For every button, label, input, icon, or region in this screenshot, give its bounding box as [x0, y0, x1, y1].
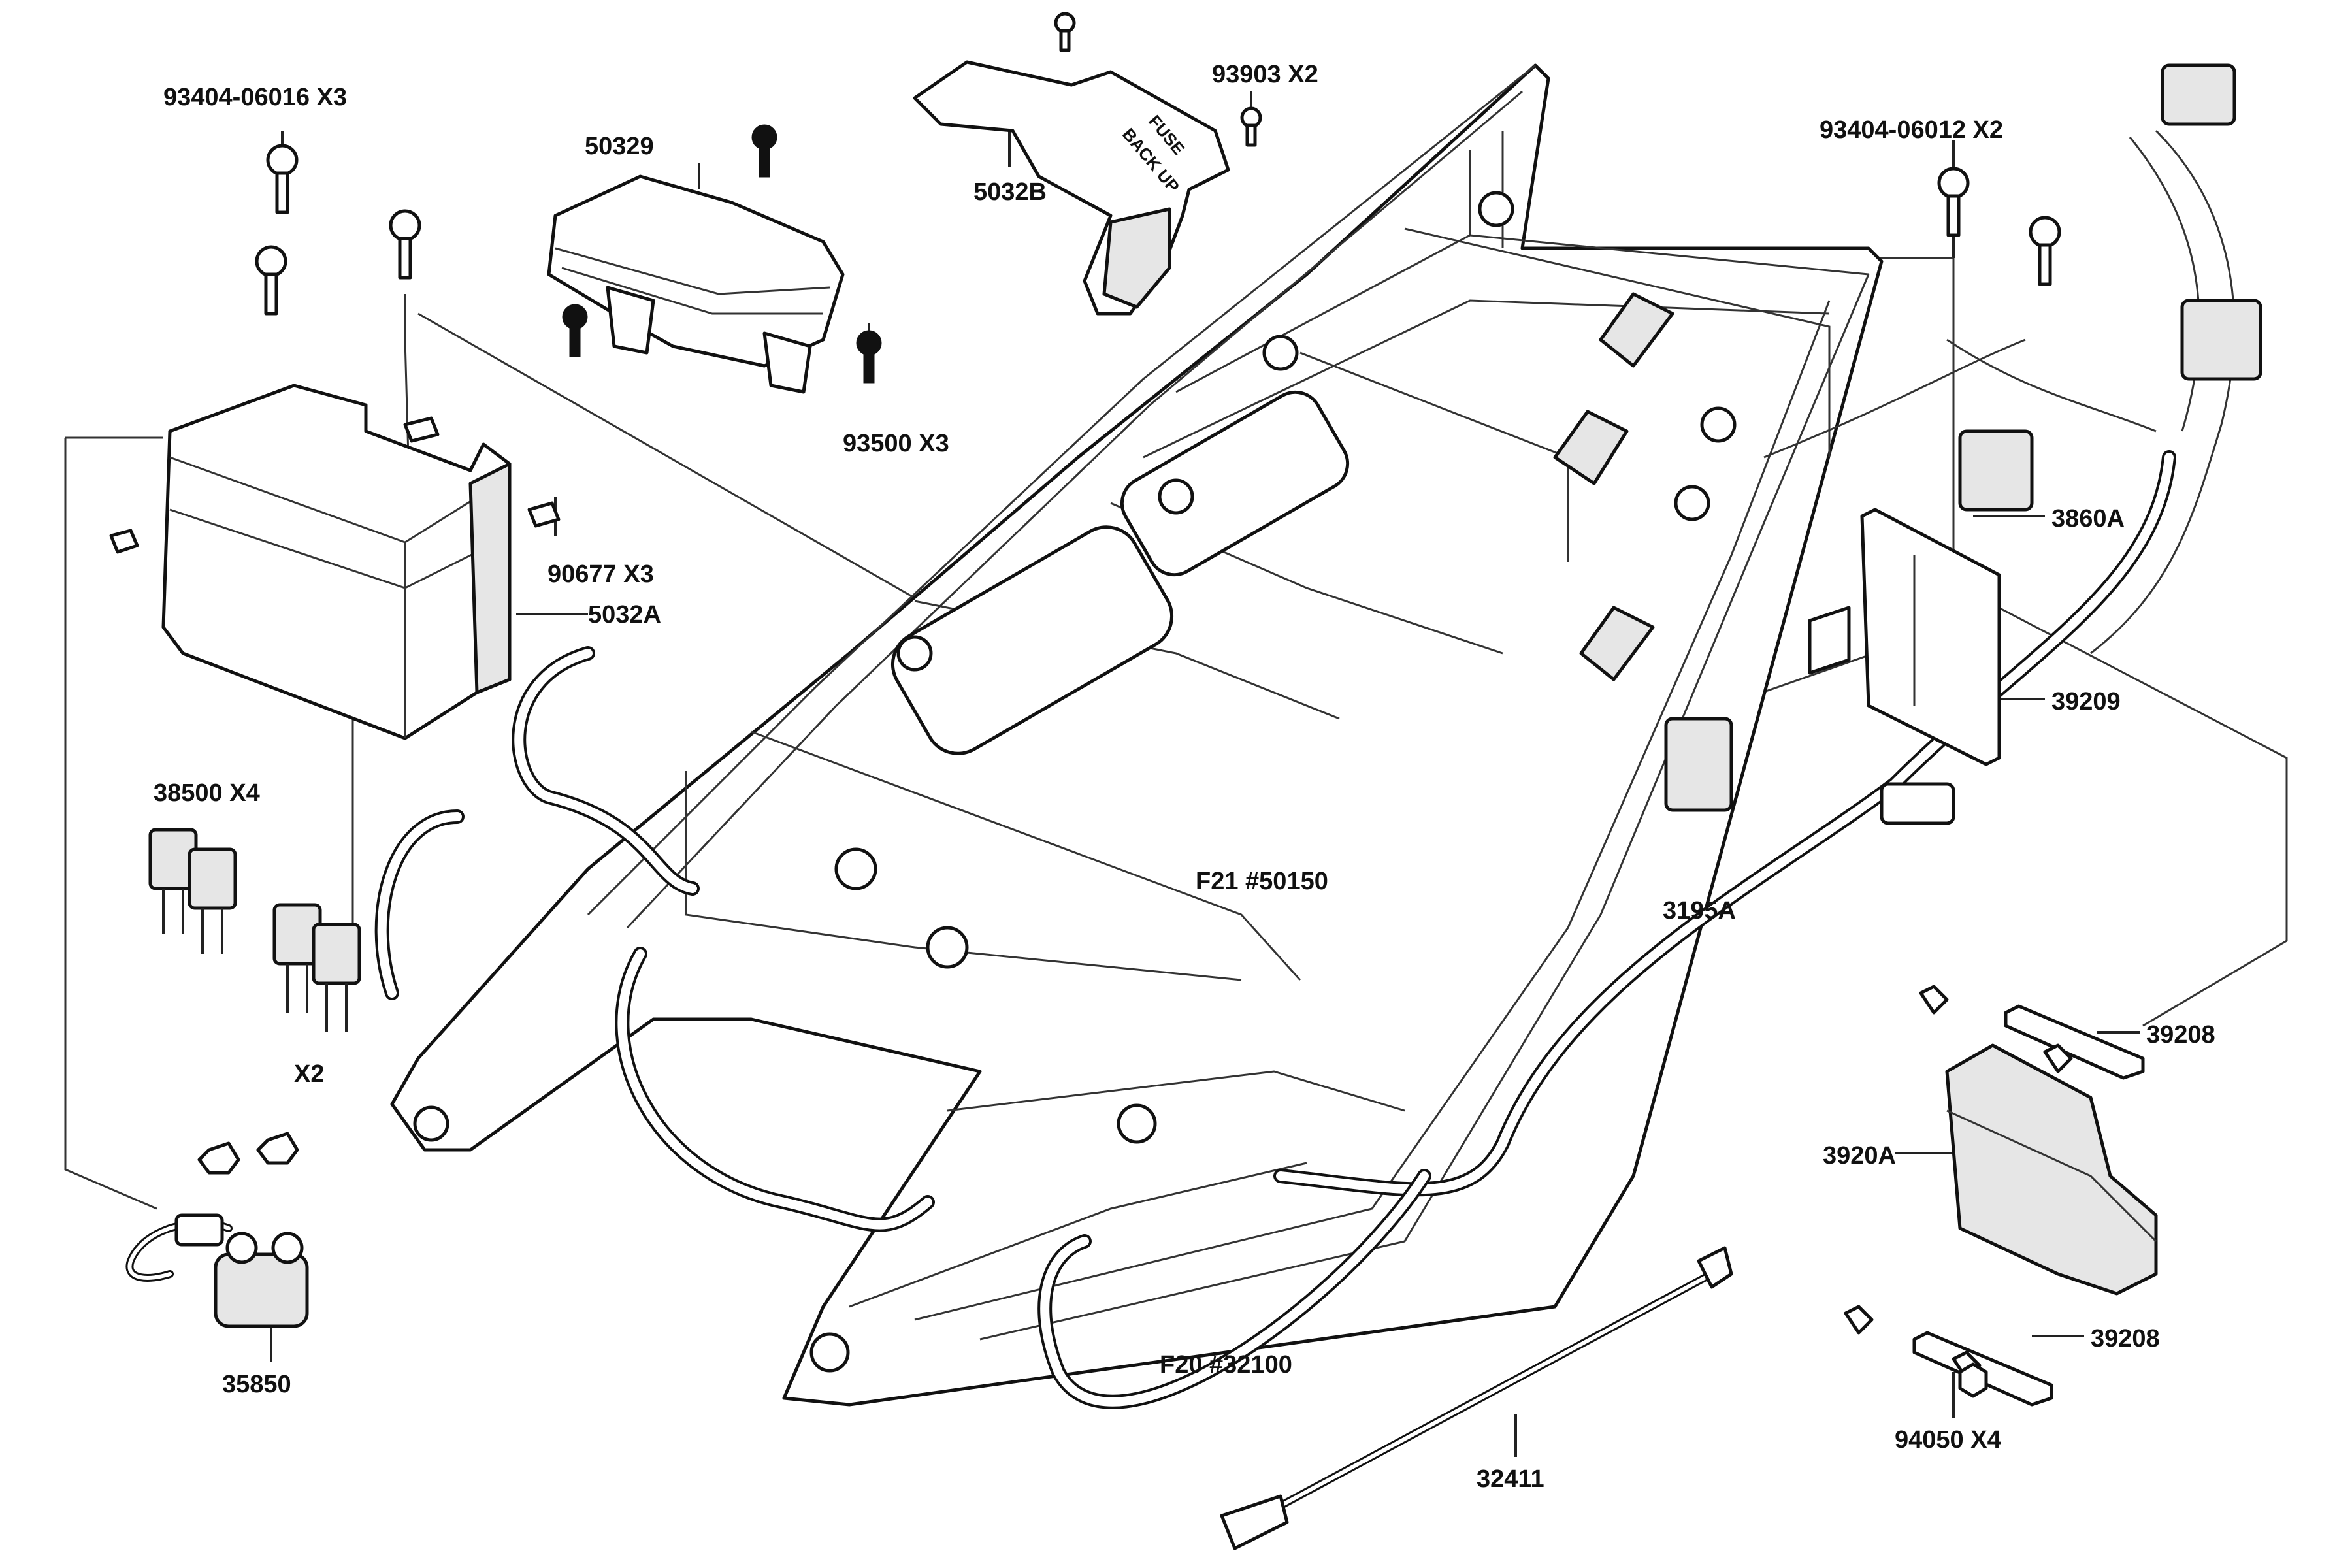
label-93404-06016: 93404-06016 X3: [163, 84, 348, 111]
label-93404-06012: 93404-06012 X2: [1820, 116, 2004, 144]
part-5032A: [109, 384, 561, 740]
label-94050: 94050 X4: [1895, 1426, 2001, 1454]
part-5032B: BACK UP FUSE: [913, 60, 1230, 316]
label-F21: F21 #50150: [1196, 868, 1328, 895]
rod-32411: [1220, 1246, 1733, 1550]
label-35850: 35850: [222, 1371, 291, 1398]
bolt-5: [2029, 216, 2061, 286]
label-39208-upper: 39208: [2146, 1021, 2215, 1049]
bolt-4: [1937, 167, 1970, 237]
label-39209: 39209: [2051, 688, 2121, 715]
label-3195A: 3195A: [1663, 897, 1736, 924]
label-5032B: 5032B: [973, 178, 1047, 206]
starter-relay-35850: [125, 1132, 309, 1328]
bolt-3: [389, 209, 421, 280]
main-harness: [374, 129, 2236, 1409]
part-50329: [547, 174, 845, 394]
label-90677: 90677 X3: [547, 561, 654, 588]
label-5032A: 5032A: [588, 601, 661, 629]
bolt-2: [255, 245, 287, 316]
nut-1: [1958, 1362, 1988, 1398]
label-32411: 32411: [1477, 1465, 1544, 1493]
screw-3: [856, 330, 882, 384]
label-39208-lower: 39208: [2091, 1325, 2160, 1352]
label-F20: F20 #32100: [1160, 1351, 1292, 1379]
screw-4: [1054, 12, 1076, 52]
screw-2: [562, 304, 588, 357]
label-3860A: 3860A: [2051, 505, 2125, 532]
label-X2: X2: [294, 1060, 325, 1088]
label-3920A: 3920A: [1823, 1142, 1896, 1169]
bracket-39209: [1664, 63, 2262, 825]
fasteners: [255, 12, 2061, 1398]
screw-5: [1240, 106, 1262, 147]
bolt-1: [266, 144, 299, 214]
label-50329: 50329: [585, 133, 654, 160]
label-93903: 93903 X2: [1212, 61, 1318, 88]
screw-1: [751, 124, 777, 178]
rear-frame: [390, 63, 1884, 1407]
label-93500: 93500 X3: [843, 430, 949, 457]
label-38500: 38500 X4: [154, 779, 260, 807]
ecu-3920A: [1844, 985, 2158, 1407]
relays-38500: [148, 828, 361, 1032]
